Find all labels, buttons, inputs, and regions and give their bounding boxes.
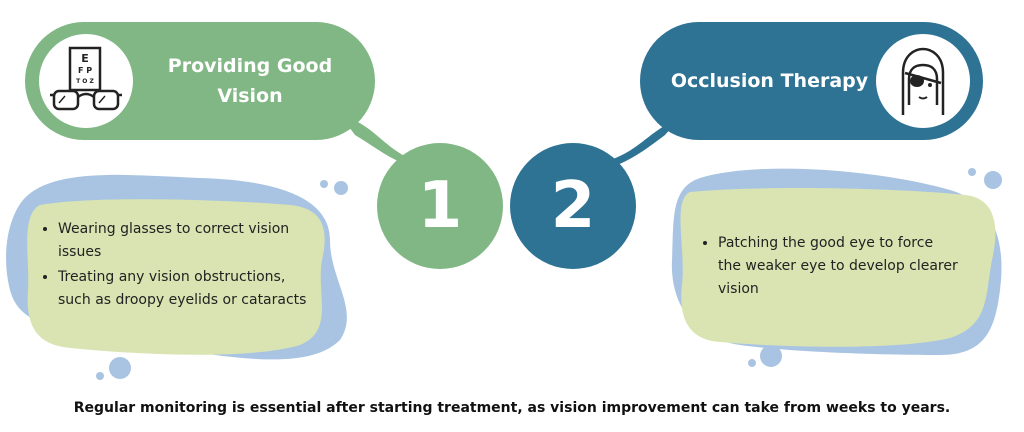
eye-chart-glasses-icon: E F P T O Z (50, 46, 122, 111)
left-yellow-card (27, 199, 325, 355)
connector-1 (340, 115, 432, 170)
step-2-title: Occlusion Therapy (670, 70, 869, 92)
step-1-item: Treating any vision obstructions, such a… (58, 266, 315, 312)
left-dot-a (320, 180, 328, 188)
svg-text:T O Z: T O Z (76, 78, 94, 85)
step-2-item: Patching the good eye to force the weake… (718, 232, 960, 301)
step-1-icon-circle: E F P T O Z (39, 34, 133, 128)
eye-patch-face-icon (901, 47, 945, 115)
step-2-header: Occlusion Therapy (640, 22, 983, 140)
right-dot-a (968, 168, 976, 176)
step-1-item: Wearing glasses to correct vision issues (58, 218, 315, 264)
step-1-title: Providing Good Vision (167, 55, 333, 107)
right-dot-c (748, 359, 756, 367)
step-2-card: Patching the good eye to force the weake… (700, 232, 960, 303)
step-2-icon-circle (876, 34, 970, 128)
step-1-list: Wearing glasses to correct vision issues… (40, 218, 315, 312)
step-1-card: Wearing glasses to correct vision issues… (40, 218, 315, 314)
step-1-number: 1 (377, 143, 503, 269)
left-dot-b (334, 181, 348, 195)
step-2-number: 2 (510, 143, 636, 269)
step-1-header: E F P T O Z Providing Good Vision (25, 22, 375, 140)
right-dot-d (760, 345, 782, 367)
connector-2 (592, 118, 680, 172)
left-dot-c (96, 372, 104, 380)
right-yellow-card (680, 188, 996, 347)
left-dot-d (109, 357, 131, 379)
svg-text:E: E (81, 52, 89, 65)
svg-text:F P: F P (78, 66, 92, 75)
footer-note: Regular monitoring is essential after st… (73, 400, 951, 416)
right-dot-b (984, 171, 1002, 189)
step-2-list: Patching the good eye to force the weake… (700, 232, 960, 301)
